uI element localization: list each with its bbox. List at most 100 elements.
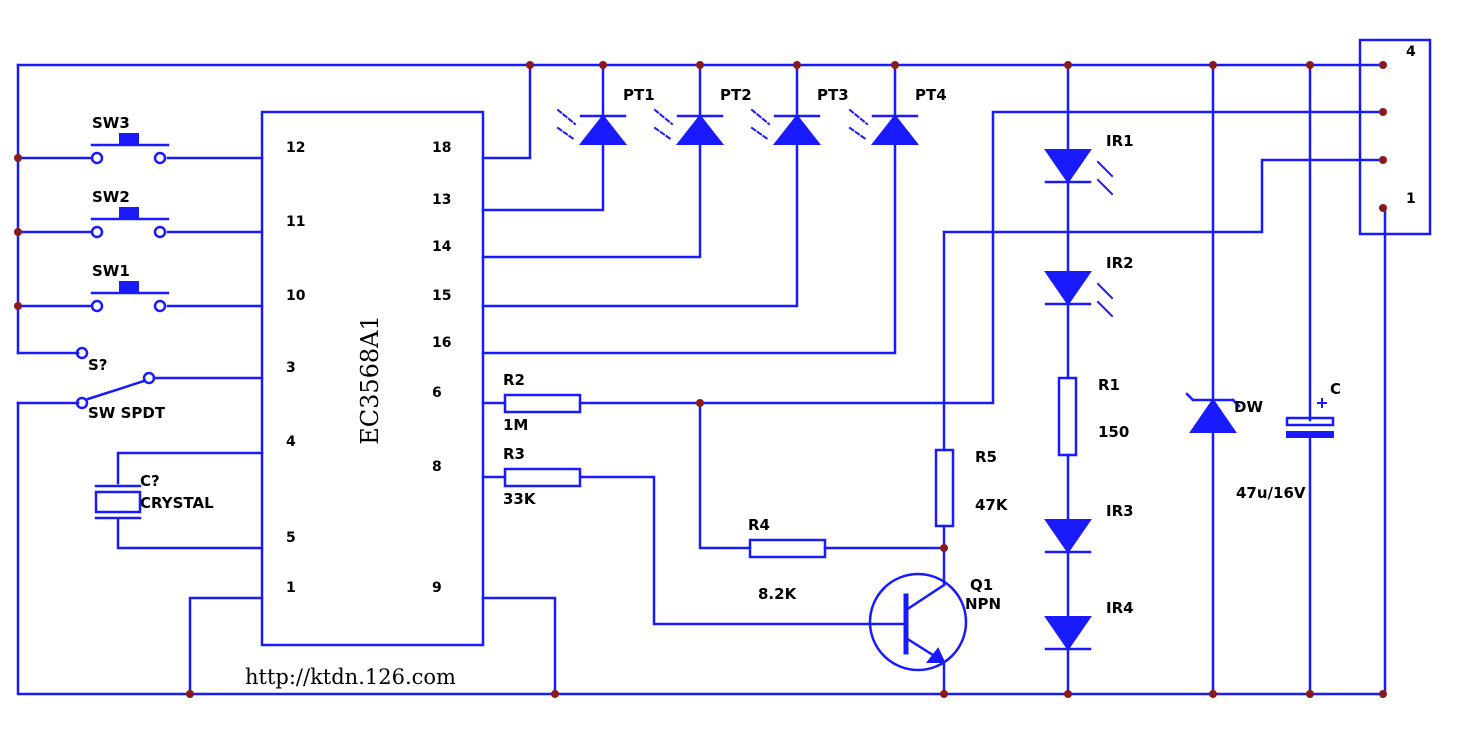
switch-label: SW2 <box>92 188 130 206</box>
phototransistor-group: PT1 PT2 PT3 PT4 <box>556 86 947 145</box>
pin-label: 1 <box>286 580 296 596</box>
junction-dot <box>1209 690 1217 698</box>
phototransistor-label: PT3 <box>817 86 849 104</box>
pin-label: 8 <box>432 459 442 475</box>
ir-led-ir3: IR3 <box>1044 502 1134 554</box>
ir-led-ir1: IR1 <box>1044 132 1134 196</box>
junction-dot <box>1379 108 1387 116</box>
junction-dot <box>599 61 607 69</box>
capacitor-c: C 47u/16V <box>1236 380 1341 502</box>
pin-label: 15 <box>432 288 451 304</box>
pin-label: 3 <box>286 360 296 376</box>
switch-sw3: SW3 <box>90 114 170 165</box>
resistor-r1: R1 150 <box>1057 376 1129 457</box>
pin-label: 16 <box>432 335 451 351</box>
junction-dot <box>186 690 194 698</box>
junction-dot <box>526 61 534 69</box>
ic-body <box>260 110 485 647</box>
phototransistor-label: PT4 <box>915 86 947 104</box>
phototransistor-pt4: PT4 <box>848 86 947 145</box>
transistor-type: NPN <box>965 595 1001 613</box>
junction-dot <box>14 228 22 236</box>
transistor-q1: Q1 NPN <box>868 572 1001 672</box>
resistor-ref: R1 <box>1098 376 1120 394</box>
resistor-ref: R4 <box>748 516 770 534</box>
connector-pin-label: 4 <box>1406 44 1416 60</box>
connector-body <box>1358 38 1432 236</box>
crystal: C? CRYSTAL <box>94 472 214 520</box>
pin-label: 18 <box>432 140 451 156</box>
phototransistor-pt1: PT1 <box>556 86 655 145</box>
junction-dot <box>696 61 704 69</box>
switch-label: SW3 <box>92 114 130 132</box>
junction-dot <box>551 690 559 698</box>
capacitor-ref: C <box>1330 380 1341 398</box>
junction-dot <box>696 399 704 407</box>
phototransistor-pt2: PT2 <box>653 86 752 145</box>
crystal-ref: C? <box>140 472 160 490</box>
switch-label: S? <box>88 356 108 374</box>
junction-dot <box>1209 61 1217 69</box>
junction-dot <box>1379 690 1387 698</box>
ir-led-ir2: IR2 <box>1044 254 1134 318</box>
resistor-value: 47K <box>975 496 1009 514</box>
resistor-r5: R5 47K <box>934 448 1009 528</box>
junction-dot <box>1379 61 1387 69</box>
junction-dot <box>1064 61 1072 69</box>
junction-dot <box>891 61 899 69</box>
resistor-r3: R3 33K <box>503 445 582 508</box>
switch-label: SW SPDT <box>88 404 166 422</box>
pin-label: 11 <box>286 214 305 230</box>
wires <box>16 63 1387 696</box>
junction-dots <box>14 61 1387 698</box>
phototransistor-pt3: PT3 <box>750 86 849 145</box>
ir-led-label: IR4 <box>1106 599 1134 617</box>
pin-label: 5 <box>286 530 296 546</box>
junction-dot <box>14 302 22 310</box>
phototransistor-label: PT2 <box>720 86 752 104</box>
resistor-value: 8.2K <box>758 585 798 603</box>
pin-label: 10 <box>286 288 306 304</box>
zener-dw: DW <box>1185 392 1263 433</box>
switch-sw2: SW2 <box>90 188 170 239</box>
connector-pin-label: 1 <box>1406 191 1416 207</box>
connector: 4 1 <box>1358 38 1432 236</box>
resistor-ref: R3 <box>503 445 525 463</box>
crystal-name: CRYSTAL <box>140 494 214 512</box>
phototransistor-label: PT1 <box>623 86 655 104</box>
pin-label: 13 <box>432 192 451 208</box>
resistor-r4: R4 8.2K <box>748 516 827 603</box>
resistor-r2: R2 1M <box>503 371 582 434</box>
resistor-ref: R5 <box>975 448 997 466</box>
switch-label: SW1 <box>92 262 130 280</box>
ir-led-label: IR3 <box>1106 502 1134 520</box>
junction-dot <box>1379 204 1387 212</box>
pin-label: 9 <box>432 580 442 596</box>
ir-led-ir4: IR4 <box>1044 599 1134 651</box>
resistor-value: 150 <box>1098 423 1129 441</box>
switch-sw1: SW1 <box>90 262 170 313</box>
junction-dot <box>940 690 948 698</box>
pin-label: 12 <box>286 140 305 156</box>
transistor-ref: Q1 <box>970 576 993 594</box>
resistor-value: 1M <box>503 416 528 434</box>
zener-ref: DW <box>1234 398 1263 416</box>
ir-led-label: IR1 <box>1106 132 1134 150</box>
switch-spdt: S? SW SPDT <box>75 346 166 422</box>
junction-dot <box>1306 61 1314 69</box>
junction-dot <box>1306 690 1314 698</box>
junction-dot <box>793 61 801 69</box>
junction-dot <box>1379 156 1387 164</box>
resistor-value: 33K <box>503 490 537 508</box>
ic-name: EC3568A1 <box>356 315 384 445</box>
junction-dot <box>14 154 22 162</box>
pin-label: 4 <box>286 434 296 450</box>
capacitor-value: 47u/16V <box>1236 484 1306 502</box>
pin-label: 6 <box>432 385 442 401</box>
ic-ec3568a1: EC3568A1 12 11 10 3 4 5 1 18 13 14 15 16… <box>260 110 485 647</box>
footer-url: http://ktdn.126.com <box>245 665 456 689</box>
junction-dot <box>1064 690 1072 698</box>
